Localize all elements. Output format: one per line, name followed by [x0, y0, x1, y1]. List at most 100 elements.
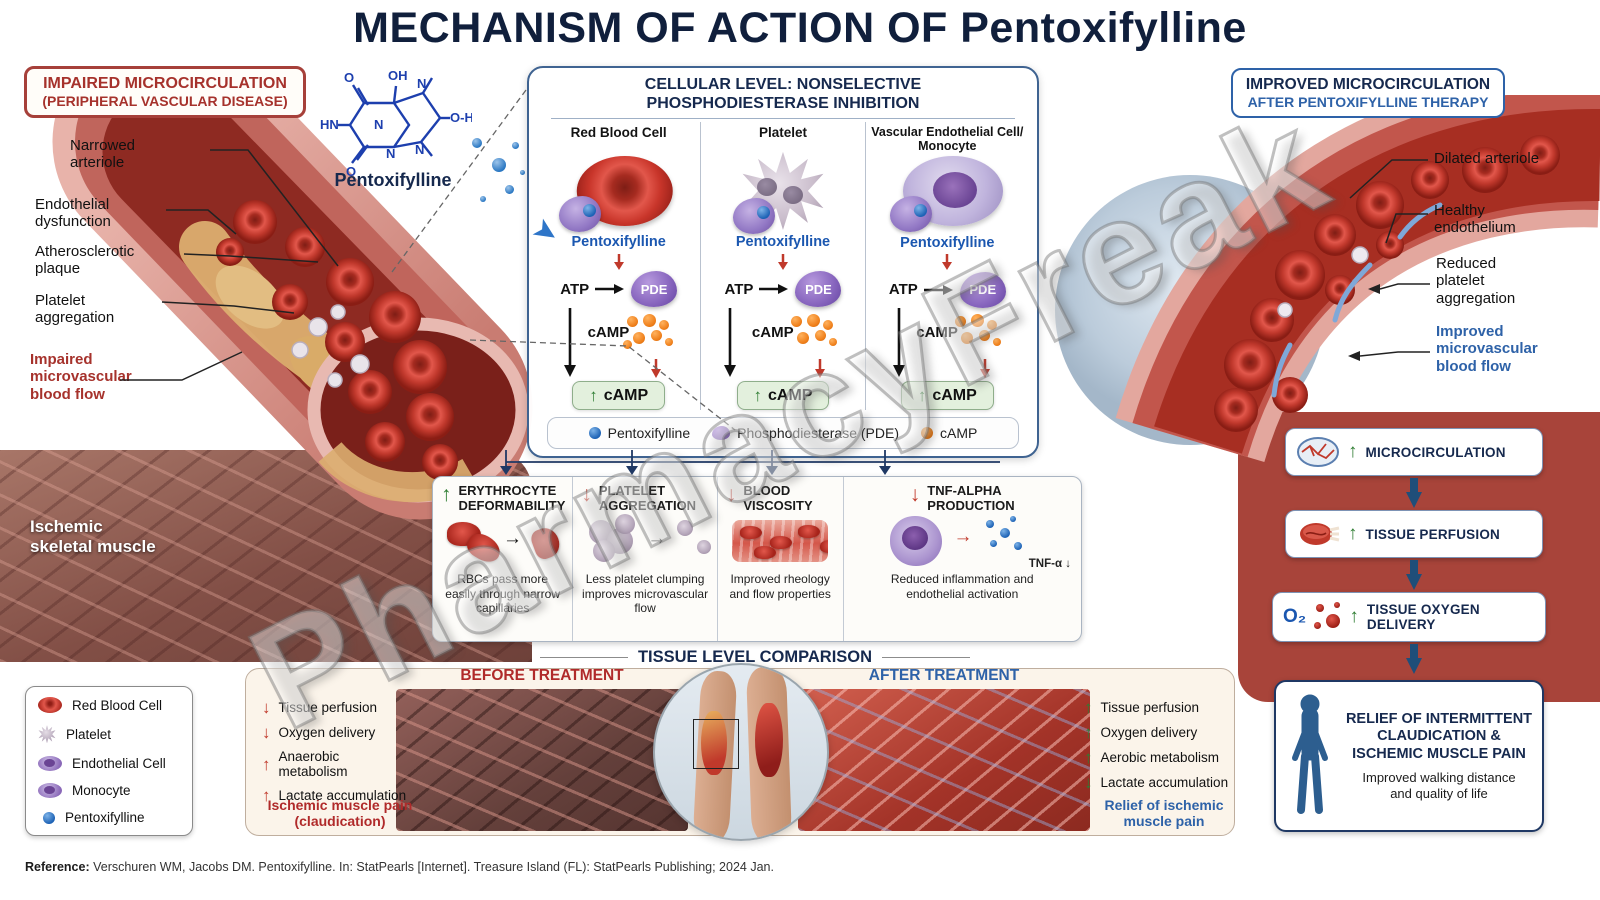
list-item: ↓Tissue perfusion — [262, 698, 378, 717]
column-endothelial-monocyte: Vascular Endothelial Cell/ Monocyte Pent… — [864, 122, 1029, 411]
legend-label: cAMP — [940, 425, 978, 442]
legend-item-camp: cAMP — [921, 425, 977, 441]
up-arrow-icon: ↑ — [753, 385, 763, 405]
impaired-microcirculation-badge: IMPAIRED MICROCIRCULATION (PERIPHERAL VA… — [24, 66, 306, 118]
drug-label: Pentoxifylline — [900, 234, 995, 251]
drug-droplet — [512, 142, 519, 149]
tnf-alpha-note: TNF-α ↓ — [1028, 557, 1071, 570]
focus-box — [693, 719, 739, 769]
cellular-title-line1: CELLULAR LEVEL: NONSELECTIVE — [644, 76, 922, 93]
person-icon — [1292, 694, 1328, 814]
tissue-comparison-panel: BEFORE TREATMENT AFTER TREATMENT ↓Tissue… — [245, 663, 1235, 841]
tissue-comparison-title: TISSUE LEVEL COMPARISON — [540, 648, 970, 667]
platelets — [291, 304, 370, 388]
column-header-line1: Vascular Endothelial Cell/ — [871, 125, 1024, 140]
pentoxifylline-dot-icon — [43, 811, 55, 824]
drug-droplet — [472, 138, 482, 148]
before-footer: Ischemic muscle pain(claudication) — [267, 797, 413, 830]
right-arrow-icon — [759, 284, 789, 295]
tnf-release-illustration: → TNF-α ↓ — [852, 514, 1073, 570]
down-arrow-icon: ↓ — [725, 483, 737, 506]
legend-label: Monocyte — [72, 782, 131, 798]
red-down-arrow-icon — [979, 358, 990, 378]
atom-label: N — [386, 146, 395, 161]
label-platelet-aggregation: Platelet aggregation — [35, 292, 115, 327]
camp-dot-icon — [921, 427, 934, 440]
pentoxifylline-dot-icon — [757, 205, 771, 219]
cellular-panel-title: CELLULAR LEVEL: NONSELECTIVE PHOSPHODIES… — [537, 75, 1029, 113]
camp-zone: cAMP — [870, 308, 1025, 379]
label-improved-blood-flow: Improved microvascular blood flow — [1436, 323, 1538, 375]
column-header: Vascular Endothelial Cell/ Monocyte — [871, 122, 1024, 154]
flow-down-arrow-icon — [1406, 478, 1422, 508]
list-item: ↓Lactate accumulation — [1084, 773, 1229, 792]
improved-microcirculation-badge: IMPROVED MICROCIRCULATION AFTER PENTOXIF… — [1231, 68, 1505, 118]
legend-row-monocyte: Monocyte — [38, 782, 180, 798]
atom-label: O-H — [450, 110, 472, 125]
legend-item-pentoxifylline: Pentoxifylline — [588, 425, 690, 441]
camp-label: cAMP — [587, 324, 630, 342]
cellular-legend: Pentoxifylline Phosphodiesterase (PDE) c… — [547, 417, 1019, 450]
up-arrow-icon: ↑ — [917, 385, 927, 405]
camp-label: cAMP — [916, 324, 958, 342]
reference-line: Reference: Verschuren WM, Jacobs DM. Pen… — [25, 860, 1125, 874]
cellular-columns: Red Blood Cell Pentoxifylline ATP PDE cA… — [537, 122, 1029, 411]
cell-legend-box: Red Blood Cell Platelet Endothelial Cell… — [25, 686, 193, 836]
right-arrow-icon: → — [953, 525, 973, 547]
molecule-name: Pentoxifylline — [334, 170, 452, 190]
camp-molecules-icon — [787, 314, 839, 354]
badge-line2: AFTER PENTOXIFYLLINE THERAPY — [1247, 94, 1489, 110]
flow-down-arrow-icon — [1406, 560, 1422, 590]
drug-droplet — [480, 196, 486, 202]
label-reduced-platelet-aggregation: Reduced platelet aggregation — [1436, 255, 1516, 307]
legend-row-platelet: Platelet — [38, 725, 180, 744]
after-treatment-list: ↑Tissue perfusion ↑Oxygen delivery ↑Aero… — [1084, 699, 1244, 791]
drug-droplet — [520, 170, 525, 175]
outcome-tissue-perfusion: ↑ TISSUE PERFUSION — [1285, 510, 1543, 558]
list-item: ↑Anaerobic metabolism — [262, 749, 348, 779]
atp-pde-row: ATP PDE — [725, 271, 842, 308]
label-impaired-blood-flow: Impaired microvascular blood flow — [30, 351, 132, 403]
atom-label: HN — [320, 117, 339, 132]
up-arrow-icon: ↑ — [589, 385, 598, 405]
final-outcome-box: RELIEF OF INTERMITTENT CLAUDICATION & IS… — [1274, 680, 1544, 832]
column-header-line2: Monocyte — [918, 139, 977, 154]
label-endothelial-dysfunction: Endothelial dysfunction — [35, 196, 111, 231]
atom-label: N — [415, 142, 424, 157]
up-arrow-icon: ↑ — [1348, 441, 1358, 462]
muscle-icon — [1300, 523, 1340, 545]
atp-label: ATP — [560, 280, 590, 298]
outcome-label: TISSUE PERFUSION — [1365, 526, 1500, 542]
black-down-arrow-icon — [892, 308, 905, 378]
atom-label: OH — [388, 68, 408, 83]
column-red-blood-cell: Red Blood Cell Pentoxifylline ATP PDE cA… — [537, 122, 700, 411]
camp-zone: cAMP — [705, 308, 860, 379]
after-treatment-title: AFTER TREATMENT — [868, 667, 1020, 684]
tissue-title-text: TISSUE LEVEL COMPARISON — [637, 648, 873, 666]
up-arrow-icon: ↑ — [1349, 606, 1359, 627]
list-item: ↑Lactate accumulation — [262, 786, 407, 805]
camp-zone: cAMP — [541, 308, 696, 379]
final-title: RELIEF OF INTERMITTENT CLAUDICATION & IS… — [1345, 710, 1533, 762]
right-arrow-icon: → — [647, 527, 667, 549]
label-atherosclerotic-plaque: Atherosclerotic plaque — [35, 243, 135, 278]
pde-enzyme-icon: PDE — [795, 271, 842, 308]
blood-flow-illustration — [726, 514, 835, 570]
pde-blob-icon — [712, 426, 731, 441]
red-blood-cells — [1214, 135, 1560, 432]
reference-text: Verschuren WM, Jacobs DM. Pentoxifylline… — [89, 860, 774, 874]
monocyte-icon — [38, 782, 62, 798]
platelet-clump-illustration: → — [581, 513, 712, 570]
up-arrow-icon: ↑ — [441, 483, 452, 506]
endothelial-illustration — [870, 152, 1025, 234]
legend-label: Endothelial Cell — [72, 755, 166, 771]
calf-muscle-inset — [653, 663, 829, 841]
drug-droplet — [492, 158, 506, 172]
ischemic-calf-muscle — [701, 711, 727, 775]
black-down-arrow-icon — [724, 308, 737, 378]
red-down-arrow-icon — [815, 358, 826, 378]
camp-increase-box: ↑ cAMP — [736, 380, 830, 411]
